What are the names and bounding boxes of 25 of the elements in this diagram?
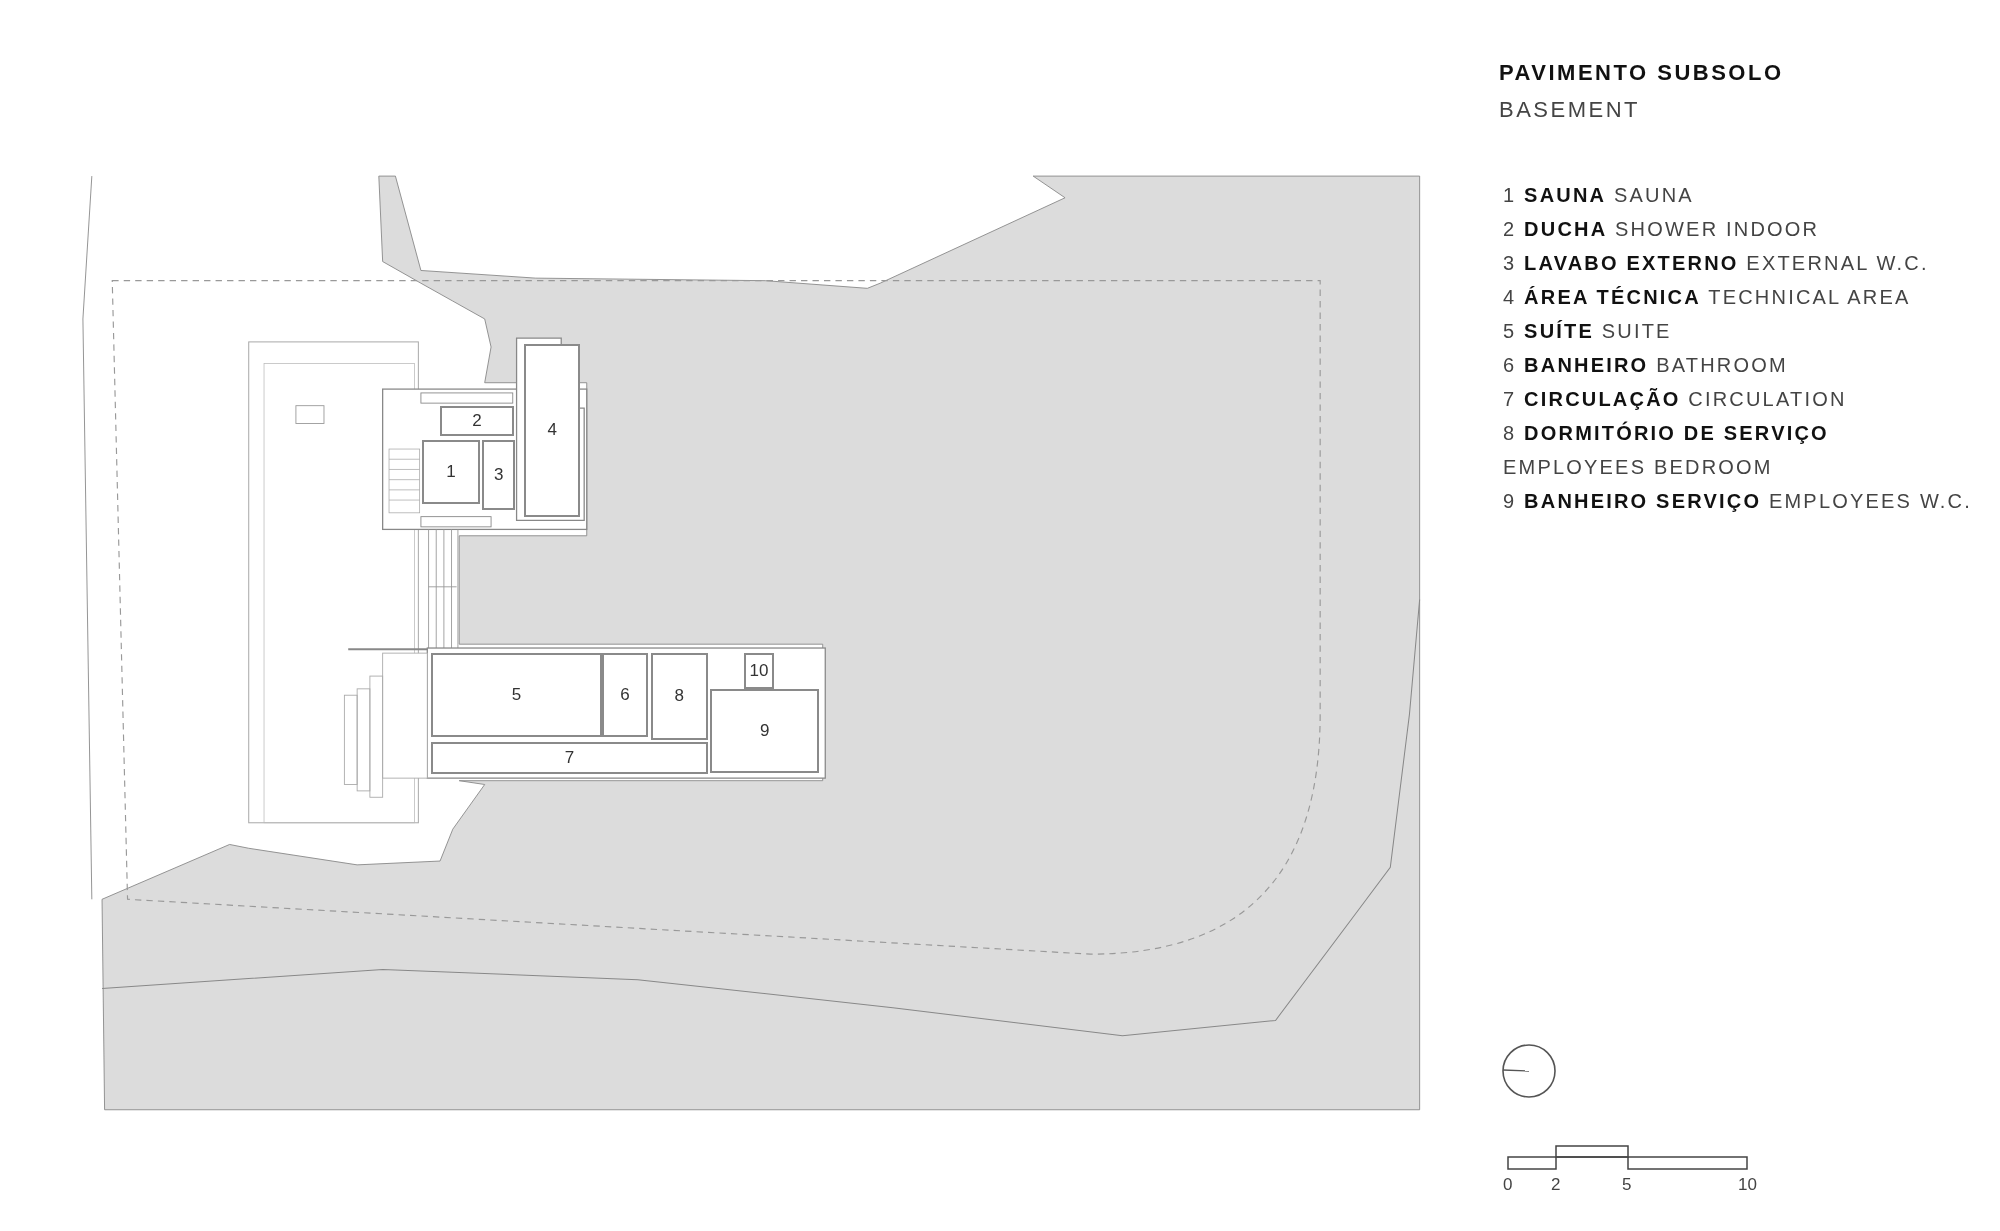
room-key-entry: 8 DORMITÓRIO DE SERVIÇO EMPLOYEES BEDROOM	[1503, 420, 1830, 480]
scale-number: 0	[1503, 1175, 1513, 1195]
room-key-entry: 3 LAVABO EXTERNO EXTERNAL W.C.	[1503, 251, 1929, 276]
scale-number: 5	[1622, 1175, 1632, 1195]
room: 10	[743, 653, 775, 689]
room-key-entry: 4 ÁREA TÉCNICA TECHNICAL AREA	[1503, 285, 1911, 310]
subtitle: BASEMENT	[1499, 97, 1641, 123]
room-key-entry: 5 SUÍTE SUITE	[1503, 319, 1672, 344]
room: 1	[422, 440, 480, 504]
room: 3	[482, 440, 516, 511]
room-key-entry: 9 BANHEIRO SERVIÇO EMPLOYEES W.C.	[1503, 489, 1972, 514]
room: 8	[650, 653, 708, 740]
room: 2	[440, 405, 514, 437]
room-key-entry: 6 BANHEIRO BATHROOM	[1503, 353, 1788, 378]
room: 5	[431, 653, 602, 738]
room: 7	[431, 742, 708, 775]
room: 4	[524, 344, 581, 517]
title: PAVIMENTO SUBSOLO	[1499, 60, 1784, 86]
room-key-entry: 7 CIRCULAÇÃO CIRCULATION	[1503, 387, 1847, 412]
scale-number: 10	[1738, 1175, 1757, 1195]
scale-number: 2	[1551, 1175, 1561, 1195]
room: 9	[710, 688, 819, 773]
room: 6	[602, 653, 648, 738]
room-key-entry: 1 SAUNA SAUNA	[1503, 183, 1694, 208]
room-key-entry: 2 DUCHA SHOWER INDOOR	[1503, 217, 1820, 242]
